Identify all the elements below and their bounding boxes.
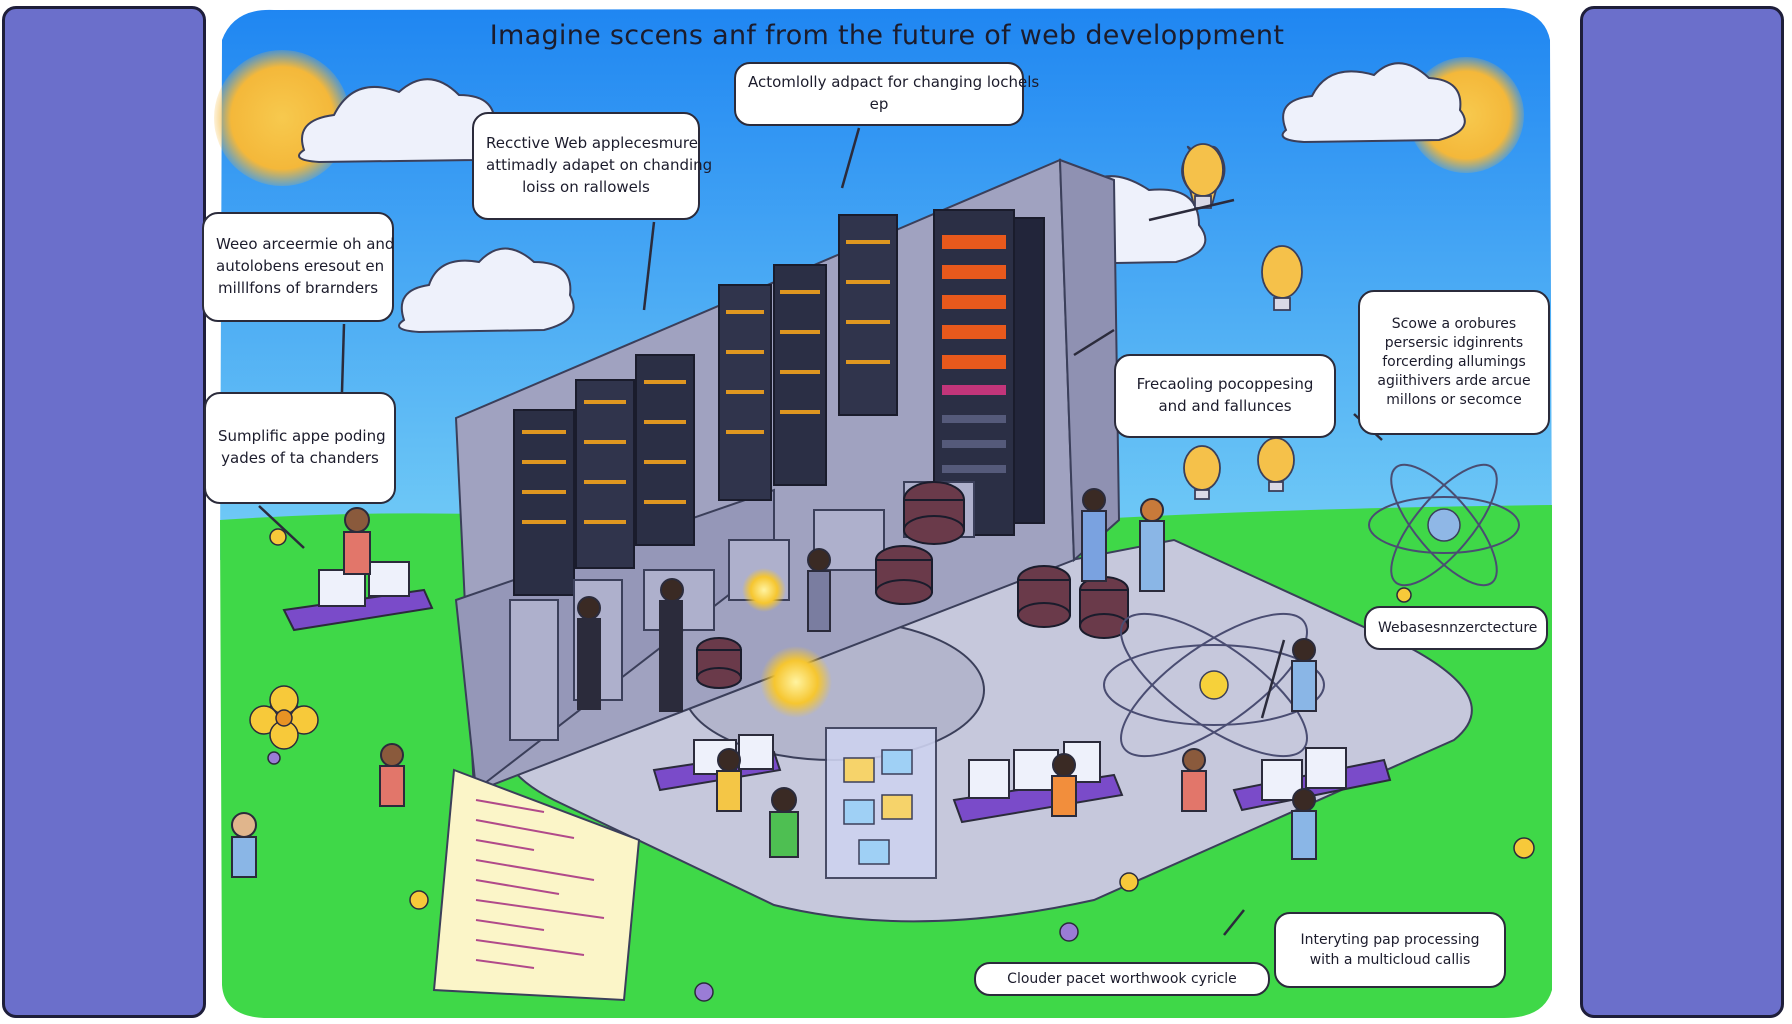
speech-bubble-architecture: Webasesnnzerctecture — [1364, 606, 1548, 650]
bubble-line: Sumplific appe poding — [218, 427, 386, 446]
bubble-line: with a multicloud callis — [1309, 952, 1471, 968]
cloud-left — [298, 78, 502, 164]
code-lines — [475, 799, 605, 969]
bubble-line: Webasesnnzerctecture — [1378, 619, 1538, 636]
bubble-line: forcerding allumings — [1382, 354, 1526, 371]
bubble-line: agiithivers arde arcue — [1377, 372, 1531, 389]
side-wall — [1058, 158, 1121, 563]
glow-orb-large — [760, 646, 832, 718]
disk-stacks — [696, 481, 1129, 689]
speech-bubble-adapt: Actomlolly adpact for changing lochels e… — [734, 62, 1040, 126]
right-side-panel — [1580, 6, 1784, 1018]
bubble-line: Frecaoling pocoppesing — [1136, 375, 1314, 394]
speech-bubble-processing: Frecaoling pocoppesing and and fallunces — [1114, 354, 1336, 438]
atom-core-right — [1427, 508, 1461, 542]
bubble-line: persersic idginrents — [1384, 335, 1524, 352]
bubble-line: millons or secomce — [1386, 391, 1522, 408]
bubble-line: yades of ta chanders — [221, 449, 379, 467]
atom-core — [1199, 670, 1229, 700]
speech-bubble-left-mid: Sumplific appe poding yades of ta chande… — [204, 392, 396, 504]
bubble-line: Actomlolly adpact for changing lochels — [748, 73, 1040, 92]
bubble-line: Clouder pacet worthwook cyricle — [1007, 970, 1237, 987]
bubble-line: ep — [869, 95, 889, 113]
bubble-line: Scowe a orobures — [1391, 316, 1517, 333]
bubble-line: attimadly adapet on chanding — [486, 156, 713, 175]
server-lights — [522, 240, 890, 524]
bubble-line: and and fallunces — [1158, 397, 1292, 415]
illustration-scene: Imagine sccens anf from the future of we… — [202, 0, 1560, 1024]
bubble-line: autolobens eresout en — [216, 257, 385, 276]
speech-bubble-left-top: Weeo arceermie oh and autolobens eresout… — [202, 212, 394, 322]
speech-bubble-interpreting: Interyting pap processing with a multicl… — [1274, 912, 1506, 988]
bubble-line: loiss on rallowels — [522, 177, 650, 196]
bubble-line: Interyting pap processing — [1300, 931, 1480, 948]
big-rack-glow — [942, 235, 1006, 473]
atom-structure-center — [1103, 612, 1325, 758]
cabinet-blocks — [843, 749, 913, 865]
page-title: Imagine sccens anf from the future of we… — [489, 20, 1285, 51]
flowers — [249, 528, 1535, 910]
cloud-mid — [398, 247, 575, 334]
speech-bubble-right-top: Scowe a orobures persersic idginrents fo… — [1358, 290, 1550, 435]
glow-orb-small — [742, 568, 786, 612]
scene-illustration — [214, 8, 1552, 1018]
cloud-upper-right — [1281, 62, 1466, 144]
lightbulb-icons — [1181, 143, 1303, 500]
speech-bubble-reactive: Recctive Web applecesmure attimadly adap… — [472, 112, 713, 220]
bubble-line: Weeo arceermie oh and — [216, 235, 395, 254]
bubble-line: milllfons of brarnders — [217, 278, 379, 297]
atom-structure-right — [1368, 463, 1520, 587]
left-side-panel — [2, 6, 206, 1018]
speech-bubble-cloud-cycle: Clouder pacet worthwook cyricle — [974, 962, 1270, 996]
people — [231, 488, 1317, 878]
code-panel — [432, 768, 641, 1002]
bubble-line: Recctive Web applecesmure — [486, 134, 698, 153]
monitors — [318, 561, 1347, 801]
